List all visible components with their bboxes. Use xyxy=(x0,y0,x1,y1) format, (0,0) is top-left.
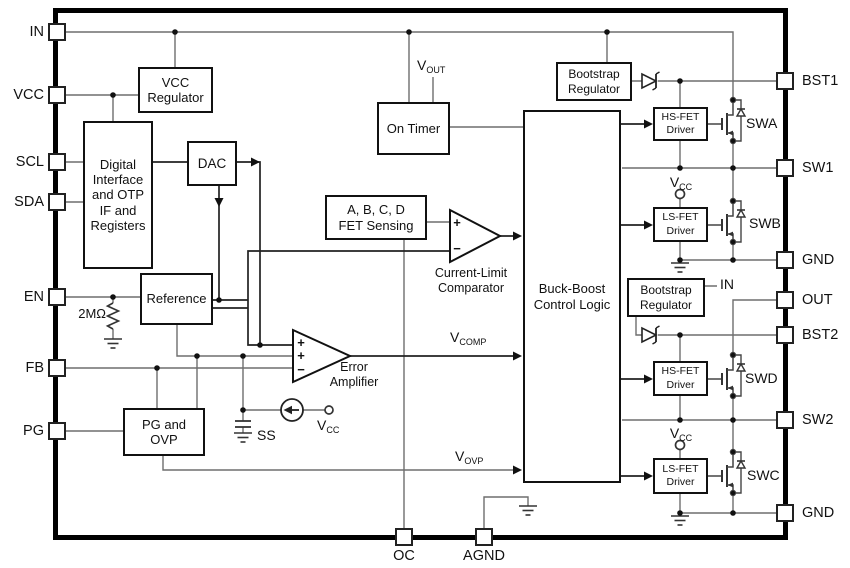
pin-scl xyxy=(48,153,66,171)
vcc-terminal-ls1 xyxy=(674,188,686,200)
pin-label-oc: OC xyxy=(393,548,415,564)
pin-in xyxy=(48,23,66,41)
en-resistor-label: 2MΩ xyxy=(78,306,106,321)
pin-label-vcc: VCC xyxy=(13,87,44,103)
block-bootstrap-regulator-2: Bootstrap Regulator xyxy=(627,278,705,317)
block-pg-ovp: PG and OVP xyxy=(123,408,205,456)
net-label-vcc-ls1: VCC xyxy=(669,174,693,192)
erroramp-minus-sign: − xyxy=(297,362,305,377)
arrowheads xyxy=(214,119,653,481)
block-ls-fet-driver-2: LS-FET Driver xyxy=(653,458,708,494)
block-ls-fet-driver-1: LS-FET Driver xyxy=(653,207,708,242)
en-pulldown-resistor xyxy=(105,302,121,330)
net-label-in-bootstrap2: IN xyxy=(720,276,734,292)
current-source xyxy=(280,398,304,422)
bootstrap-diode-1 xyxy=(641,71,661,91)
block-bootstrap-regulator-1: Bootstrap Regulator xyxy=(556,62,632,101)
pin-label-pg: PG xyxy=(23,423,44,439)
current-limit-comparator-symbol xyxy=(449,208,503,264)
block-dac: DAC xyxy=(187,141,237,186)
block-fet-sensing: A, B, C, D FET Sensing xyxy=(325,195,427,240)
block-digital-interface: Digital Interface and OTP IF and Registe… xyxy=(83,121,153,269)
vcc-terminals xyxy=(324,188,686,451)
pin-label-agnd: AGND xyxy=(463,548,505,564)
pin-sda xyxy=(48,193,66,211)
ss-label: SS xyxy=(257,427,276,443)
net-label-vcc-ls2: VCC xyxy=(669,425,693,443)
pin-label-fb: FB xyxy=(25,360,44,376)
mosfet-swa xyxy=(707,96,746,145)
pin-gnd2 xyxy=(776,504,794,522)
pin-label-gnd2: GND xyxy=(802,505,835,521)
comparator-minus-sign: − xyxy=(453,241,461,256)
pin-label-bst2: BST2 xyxy=(802,327,839,343)
block-hs-fet-driver-1: HS-FET Driver xyxy=(653,107,708,141)
pin-label-scl: SCL xyxy=(15,154,44,170)
pin-label-sw1: SW1 xyxy=(802,160,834,176)
erroramp-plus-sign-1: + xyxy=(297,335,305,350)
pin-out xyxy=(776,291,794,309)
block-hs-fet-driver-2: HS-FET Driver xyxy=(653,361,708,396)
erroramp-plus-sign-2: + xyxy=(297,348,305,363)
pin-label-gnd1: GND xyxy=(802,252,835,268)
pin-gnd1 xyxy=(776,251,794,269)
net-label-vcc-ss: VCC xyxy=(317,417,340,435)
pin-sw2 xyxy=(776,411,794,429)
net-label-vovp: VOVP xyxy=(455,448,484,466)
block-on-timer: On Timer xyxy=(377,102,450,155)
block-buck-boost-control: Buck-Boost Control Logic xyxy=(523,110,621,483)
error-amplifier-label: Error Amplifier xyxy=(329,360,379,389)
chip-outline xyxy=(53,8,788,540)
junction-dots xyxy=(110,29,736,516)
vcc-terminal-ls2 xyxy=(674,439,686,451)
current-limit-comparator-label: Current-Limit Comparator xyxy=(434,266,508,295)
vcc-terminal-ss xyxy=(324,405,334,415)
fet-label-swc: SWC xyxy=(747,467,780,483)
wires-dark xyxy=(153,123,650,477)
block-reference: Reference xyxy=(140,273,213,325)
fet-label-swd: SWD xyxy=(745,370,778,386)
pin-bst1 xyxy=(776,72,794,90)
error-amplifier-symbol xyxy=(292,328,353,384)
comparator-plus-sign: + xyxy=(453,215,461,230)
pin-label-en: EN xyxy=(23,289,44,305)
pin-fb xyxy=(48,359,66,377)
bootstrap-diode-2 xyxy=(641,325,661,345)
pin-label-sda: SDA xyxy=(14,194,44,210)
pin-bst2 xyxy=(776,326,794,344)
net-label-vout: VOUT xyxy=(417,57,446,75)
mosfet-swd xyxy=(707,351,746,400)
pin-sw1 xyxy=(776,159,794,177)
wires-gray xyxy=(66,31,776,528)
mosfet-swb xyxy=(707,197,746,246)
pin-label-out: OUT xyxy=(802,292,833,308)
pin-pg xyxy=(48,422,66,440)
fet-label-swb: SWB xyxy=(749,215,781,231)
pin-vcc xyxy=(48,86,66,104)
fet-label-swa: SWA xyxy=(746,115,778,131)
pin-agnd xyxy=(475,528,493,546)
block-vcc-regulator: VCC Regulator xyxy=(138,67,213,113)
pin-en xyxy=(48,288,66,306)
pin-label-bst1: BST1 xyxy=(802,73,839,89)
pin-oc xyxy=(395,528,413,546)
net-label-vcomp: VCOMP xyxy=(450,329,487,347)
pin-label-sw2: SW2 xyxy=(802,412,834,428)
pin-label-in: IN xyxy=(29,24,45,40)
mosfet-swc xyxy=(707,448,746,497)
ss-capacitor xyxy=(235,420,251,428)
